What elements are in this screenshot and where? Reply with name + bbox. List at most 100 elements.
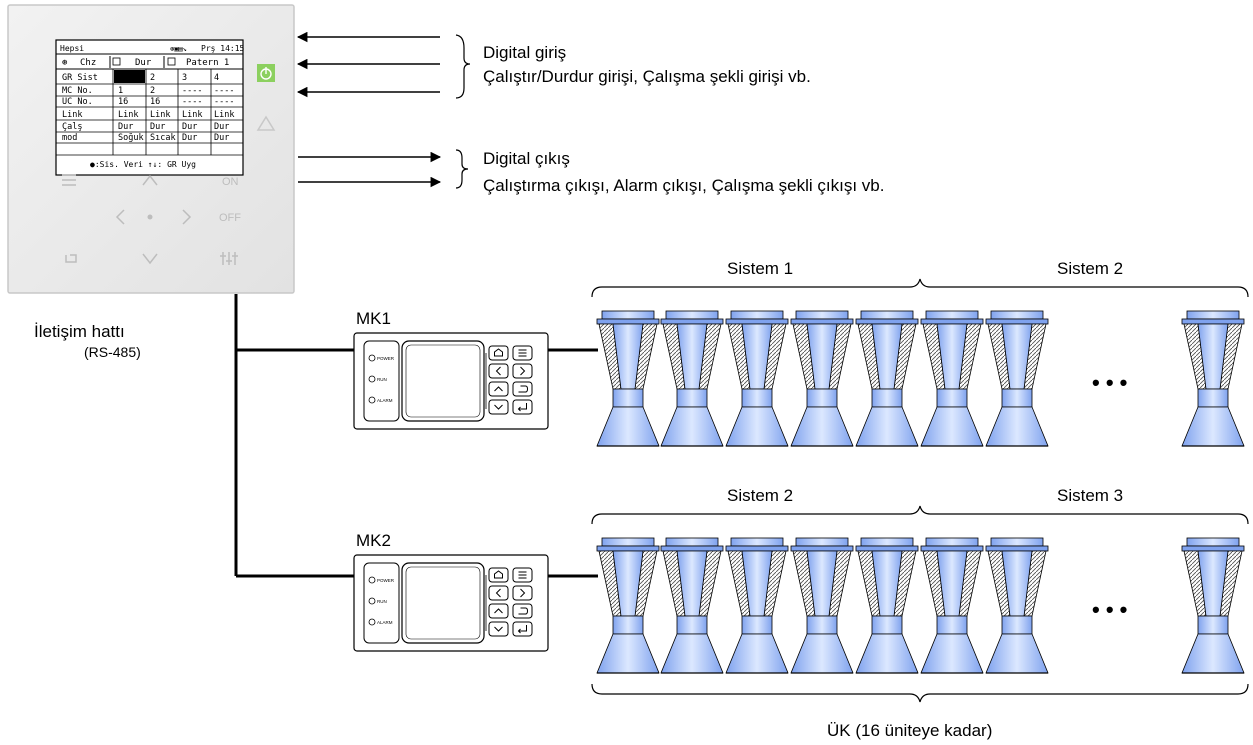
screen-cell: ----	[214, 86, 234, 96]
mk-back-button[interactable]	[512, 603, 533, 619]
row1-system-b: Sistem 2	[1057, 259, 1123, 278]
screen-status-chz: Chz	[80, 58, 96, 68]
screen-cell: Link	[182, 110, 202, 120]
enter-icon	[517, 625, 527, 634]
enter-icon	[517, 403, 527, 412]
screen-cell: 16	[118, 97, 128, 107]
mk-enter-button[interactable]	[512, 399, 533, 415]
bottom-label: ÜK (16 üniteye kadar)	[827, 721, 992, 740]
mk-enter-button[interactable]	[512, 621, 533, 637]
system-braces	[591, 278, 1249, 703]
screen-cell: 1	[118, 86, 123, 96]
unit	[855, 537, 919, 674]
mk-up-button[interactable]	[488, 381, 509, 397]
screen-cell: ----	[182, 97, 202, 107]
up-icon	[494, 386, 503, 392]
unit	[725, 537, 789, 674]
screen-cell: Link	[118, 110, 138, 120]
led-label: POWER	[377, 356, 395, 361]
digital-output-brace	[455, 149, 469, 189]
mk-left-button[interactable]	[488, 585, 509, 601]
settings-button[interactable]	[220, 252, 238, 265]
screen-cell: Dur	[118, 122, 133, 132]
screen-cell: Sıcak	[150, 133, 176, 143]
led-icon	[368, 597, 376, 605]
back-button[interactable]	[65, 254, 77, 263]
comm-line-sub: (RS-485)	[84, 344, 141, 360]
unit	[1181, 310, 1245, 447]
enter-button[interactable]	[147, 214, 153, 220]
down-button[interactable]	[142, 253, 158, 265]
unit	[985, 537, 1049, 674]
down-icon	[494, 626, 503, 632]
led-icon	[368, 354, 376, 362]
unit	[725, 310, 789, 447]
unit	[985, 310, 1049, 447]
mk-up-button[interactable]	[488, 603, 509, 619]
screen-table	[56, 69, 243, 156]
screen-cell: Dur	[214, 122, 229, 132]
right-button[interactable]	[182, 209, 192, 225]
screen-top-right: Prş 14:15	[201, 44, 245, 53]
remote-keypad: ON OFF	[62, 174, 241, 265]
left-button[interactable]	[115, 209, 125, 225]
screen-cell: Link	[150, 110, 170, 120]
mk-right-button[interactable]	[512, 363, 533, 379]
off-button[interactable]: OFF	[219, 212, 241, 224]
led-icon	[368, 375, 376, 383]
mk-right-button[interactable]	[512, 585, 533, 601]
screen-row-label: GR Sist	[62, 73, 98, 83]
screen-cell: 3	[182, 73, 187, 83]
screen-cell: Link	[214, 110, 234, 120]
left-icon	[495, 588, 501, 598]
calendar-icon	[167, 57, 176, 66]
digital-output-arrows	[298, 151, 442, 188]
screen-cell: ----	[214, 97, 234, 107]
on-button[interactable]: ON	[222, 176, 239, 188]
led-label: ALARM	[377, 620, 393, 625]
mk-label: MK2	[356, 531, 391, 550]
led-icon	[368, 618, 376, 626]
mk-down-button[interactable]	[488, 621, 509, 637]
screen-status-pattern: Patern 1	[186, 58, 229, 68]
mk-home-button[interactable]	[488, 345, 509, 361]
alarm-icon	[256, 115, 276, 131]
screen-cell: 4	[214, 73, 219, 83]
digital-input-title: Digital giriş	[483, 43, 566, 62]
mk-back-button[interactable]	[512, 381, 533, 397]
remote-screen: Hepsi ⊛▣▤↘ Prş 14:15 ⊛ Chz Dur Patern 1	[55, 39, 245, 176]
mk-left-button[interactable]	[488, 363, 509, 379]
led-label: RUN	[377, 599, 387, 604]
screen-cell: Dur	[150, 122, 165, 132]
digital-input-desc: Çalıştır/Durdur girişi, Çalışma şekli gi…	[483, 67, 811, 86]
hand-icon: ⊛	[62, 58, 68, 68]
digital-input-brace	[455, 34, 471, 99]
menu-icon	[518, 349, 527, 357]
menu-button[interactable]	[62, 174, 76, 186]
unit	[790, 537, 854, 674]
home-icon	[494, 348, 503, 357]
unit	[920, 537, 984, 674]
mk-down-button[interactable]	[488, 399, 509, 415]
led-label: POWER	[377, 578, 395, 583]
unit	[596, 537, 660, 674]
screen-row-label: MC No.	[62, 86, 93, 96]
up-icon	[494, 608, 503, 614]
up-button[interactable]	[142, 174, 158, 186]
row2-ellipsis: • • •	[1092, 597, 1127, 622]
screen-cell: 1	[127, 73, 132, 83]
mk-home-button[interactable]	[488, 567, 509, 583]
unit	[790, 310, 854, 447]
screen-row-label: mod	[62, 133, 77, 143]
unit	[920, 310, 984, 447]
screen-row-label: Çalş	[62, 122, 82, 132]
left-icon	[495, 366, 501, 376]
digital-output-desc: Çalıştırma çıkışı, Alarm çıkışı, Çalışma…	[483, 176, 884, 195]
unit	[660, 310, 724, 447]
row2-system-b: Sistem 3	[1057, 486, 1123, 505]
unit	[855, 310, 919, 447]
row1-system-a: Sistem 1	[727, 259, 793, 278]
right-icon	[520, 588, 526, 598]
